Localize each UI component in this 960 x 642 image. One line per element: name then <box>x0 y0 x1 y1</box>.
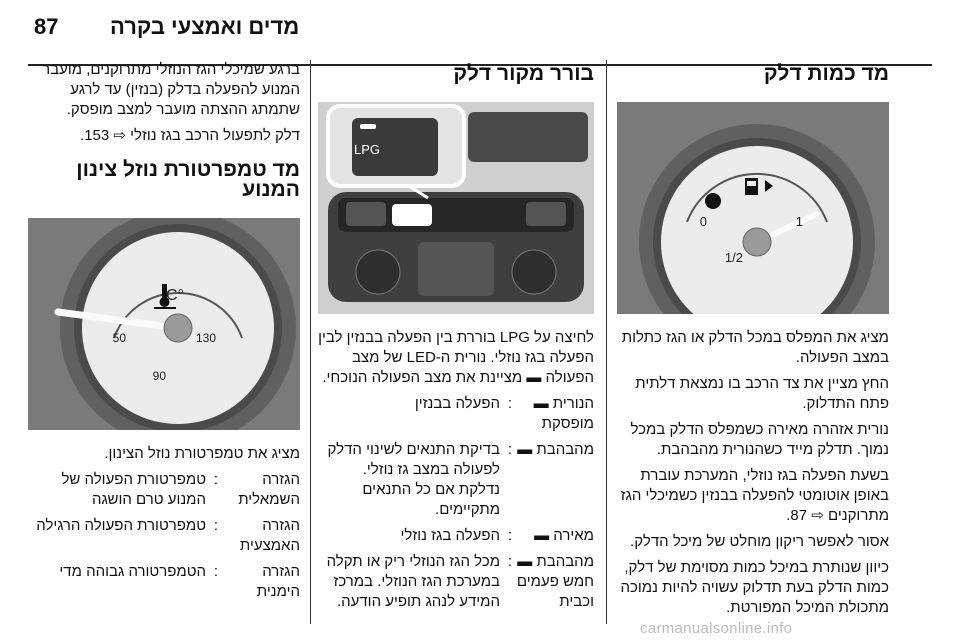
coolant-gauge-figure: °C 50 90 130 <box>28 218 300 430</box>
column-divider <box>310 60 311 624</box>
fuel-pump-icon <box>745 178 773 195</box>
fuel-gauge-illustration: 0 1/2 1 <box>617 102 889 314</box>
paragraph: דלק לתפעול הרכב בגז נוזלי ⇨ 153. <box>80 127 300 144</box>
status-key: מהבהבת ▬ חמש פעמים וכבית <box>516 553 594 610</box>
fuel-gauge-section: מד כמות דלק 0 1/2 1 מציג את המפלס במכל ה… <box>617 60 889 624</box>
status-value: בדיקת התנאים לשינוי הדלק לפעולה במצב גז … <box>327 441 500 518</box>
paragraph: אסור לאפשר ריקון מוחלט של מיכל הדלק. <box>630 533 889 550</box>
paragraph: בשעת הפעלה בגז נוזלי, המערכת עוברת באופן… <box>620 467 889 524</box>
zone-key: הגזרה האמצעית <box>239 517 300 554</box>
gauge-label-full: 1 <box>796 214 803 229</box>
zone-key: הגזרה הימנית <box>256 563 300 600</box>
coolant-heading: מד טמפרטורת נוזל צינון המנוע <box>76 158 300 201</box>
lpg-button-label: LPG <box>354 142 380 157</box>
paragraph: ברגע שמיכלי הגז הנוזלי מתרוקנים, מועבר ה… <box>42 61 300 118</box>
status-row: מהבהבת ▬ חמש פעמים וכבית: מכל הגז הנוזלי… <box>318 552 594 612</box>
status-row: מהבהבת ▬: בדיקת התנאים לשינוי הדלק לפעול… <box>318 440 594 520</box>
led-indicator <box>360 124 376 129</box>
zone-value: טמפרטורת הפעולה הרגילה <box>36 517 206 534</box>
zone-row: הגזרה השמאלית: טמפרטורת הפעולה של המנוע … <box>28 470 300 510</box>
status-key: מאירה ▬ <box>534 527 594 544</box>
fuel-selector-figure: LPG <box>318 102 594 314</box>
console-illustration: LPG <box>318 102 594 314</box>
paragraph: החץ מציין את צד הרכב בו נמצאת דלתית פתח … <box>635 375 889 412</box>
zone-row: הגזרה הימנית: הטמפרטורה גבוהה מדי <box>28 562 300 602</box>
zone-key: הגזרה השמאלית <box>238 471 300 508</box>
column-divider <box>606 60 607 624</box>
status-value: הפעלה בבנזין <box>414 395 500 412</box>
unit-label: °C <box>166 287 184 304</box>
page-header: 87 מדים ואמצעי בקרה <box>0 14 960 66</box>
thermometer-icon <box>154 284 176 309</box>
fuel-selector-section: בורר מקור דלק LPG לחיצה על LPG בוררת בין… <box>318 60 594 618</box>
status-value: מכל הגז הנוזלי ריק או תקלה במערכת הגז הנ… <box>326 553 500 610</box>
zone-row: הגזרה האמצעית: טמפרטורת הפעולה הרגילה <box>28 516 300 556</box>
gauge-label-mid: 90 <box>153 369 167 383</box>
header-rule <box>28 64 932 66</box>
fuel-gauge-figure: 0 1/2 1 <box>617 102 889 314</box>
paragraph: מציג את טמפרטורת נוזל הצינון. <box>104 445 300 462</box>
page-title: מדים ואמצעי בקרה <box>110 14 300 39</box>
status-key: מהבהבת ▬ <box>517 441 594 458</box>
page-number: 87 <box>34 14 59 39</box>
gauge-label-low: 50 <box>113 331 127 345</box>
fuel-warning-dot <box>705 193 721 209</box>
gauge-label-half: 1/2 <box>725 250 743 265</box>
coolant-gauge-illustration: °C 50 90 130 <box>28 218 300 430</box>
paragraph: כיוון שנותרת במיכל כמות מסוימת של דלק, כ… <box>620 559 889 616</box>
zone-value: הטמפרטורה גבוהה מדי <box>59 563 206 580</box>
status-row: מאירה ▬: הפעלה בגז נוזלי <box>318 526 594 546</box>
status-value: הפעלה בגז נוזלי <box>400 527 500 544</box>
paragraph: לחיצה על LPG בוררת בין הפעלה בבנזין לבין… <box>318 329 594 386</box>
fuel-gauge-heading: מד כמות דלק <box>763 62 889 85</box>
gauge-label-empty: 0 <box>700 214 707 229</box>
watermark: carmanualsonline.info <box>640 620 793 637</box>
zone-value: טמפרטורת הפעולה של המנוע טרם הושגה <box>61 471 206 508</box>
status-key: הנורית ▬ מופסקת <box>533 395 594 432</box>
status-row: הנורית ▬ מופסקת: הפעלה בבנזין <box>318 394 594 434</box>
gauge-label-high: 130 <box>196 331 216 345</box>
paragraph: מציג את המפלס במכל הדלק או הגז כתלות במצ… <box>621 329 889 366</box>
paragraph: נורית אזהרה מאירה כשמפלס הדלק במכל נמוך.… <box>630 421 889 458</box>
fuel-selector-heading: בורר מקור דלק <box>453 62 594 85</box>
coolant-section: ברגע שמיכלי הגז הנוזלי מתרוקנים, מועבר ה… <box>28 60 300 608</box>
